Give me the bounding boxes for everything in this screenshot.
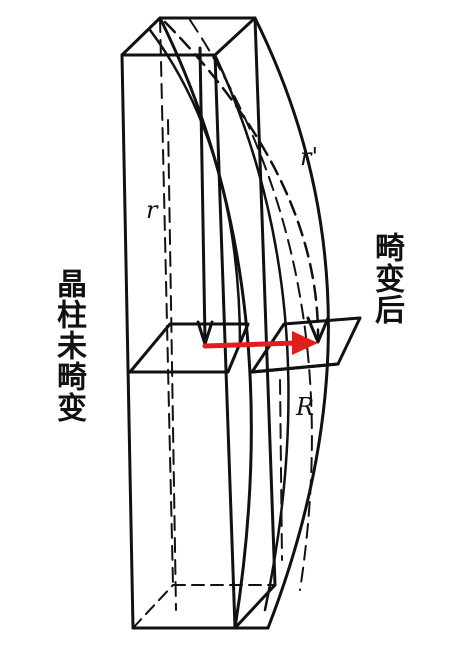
column-back-right-edge	[253, 16, 277, 587]
column-front-left-edge	[120, 53, 135, 630]
bent-axis-dashed	[279, 379, 283, 561]
bent-mid-section-front	[250, 362, 340, 374]
bent-right-outer-edge	[253, 16, 330, 630]
distorted-column-label: 畸变后	[369, 232, 404, 325]
red-displacement-arrow	[202, 331, 318, 355]
distorted-column	[158, 16, 362, 630]
radius-r-curved	[148, 28, 242, 347]
undistorted-column-label: 晶柱未畸变	[51, 268, 86, 423]
column-bottom-left-hidden	[132, 584, 174, 629]
column-back-left-edge-hidden	[159, 17, 174, 586]
column-front-right-edge	[213, 53, 237, 630]
radius-r-prime-arrowhead	[306, 316, 330, 344]
undistorted-column	[120, 16, 277, 630]
bent-left-front-edge	[158, 16, 253, 630]
radius-r-straight	[198, 46, 207, 342]
bent-back-edge-hidden	[189, 19, 313, 591]
label-r: r	[146, 196, 159, 224]
label-R: R	[295, 393, 314, 421]
column-top-face	[120, 16, 257, 57]
column-axis-dashed	[167, 119, 177, 611]
column-mid-section	[128, 322, 250, 374]
bent-inner-edge	[213, 53, 290, 612]
radius-r-prime-dashed	[163, 20, 320, 342]
label-r-prime: r'	[300, 143, 318, 171]
